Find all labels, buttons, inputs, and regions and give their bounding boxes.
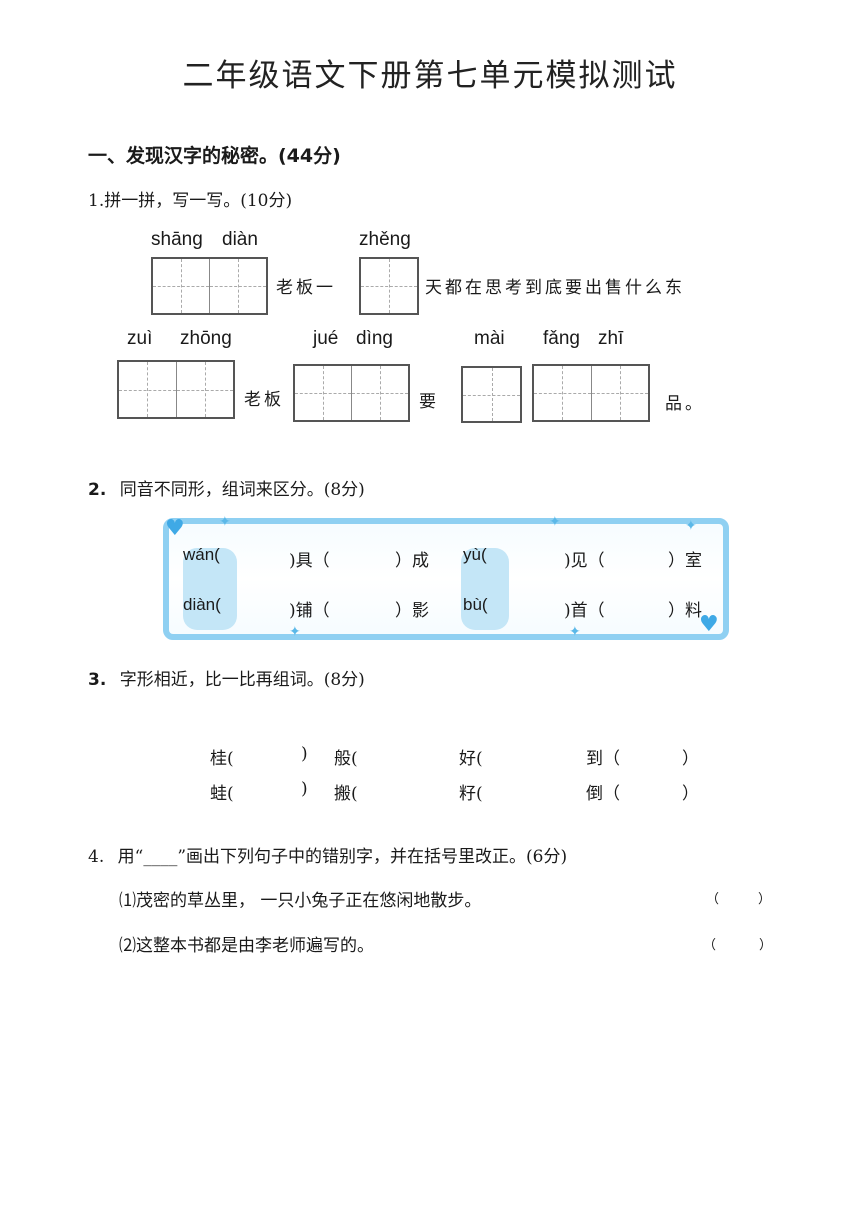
heart-icon: ♥ (165, 516, 185, 541)
writing-grid-fangzhi[interactable] (532, 364, 650, 422)
question-text: 同音不同形，组词来区分。(8分) (119, 480, 365, 500)
question-3-label: 3. 字形相近，比一比再组词。(8分) (88, 665, 365, 690)
sentence-text: 品。 (665, 394, 705, 414)
answer-paren-close: ） (759, 938, 773, 953)
sparkle-icon: ✦ (685, 518, 697, 534)
sparkle-icon: ✦ (569, 624, 581, 640)
homophone-row2-dian: diàn( (183, 595, 221, 614)
sentence-text: 要 (419, 392, 439, 412)
char-compare-paren: ) (301, 744, 308, 764)
homophone-row2-liao: ）料 (668, 601, 702, 621)
sentence-text: 天都在思考到底要出售什么东 (425, 278, 685, 298)
homophone-row1-jian: )见（ (564, 551, 605, 571)
question-text: 用“____”画出下列句子中的错别字，并在括号里改正。(6分) (117, 847, 568, 867)
homophone-row1-cheng: ）成 (395, 551, 429, 571)
answer-paren-open: （ (703, 938, 717, 953)
sparkle-icon: ✦ (549, 514, 561, 530)
highlight-pill (461, 548, 509, 630)
pinyin-zheng: zhěng (359, 229, 411, 250)
writing-grid-zheng[interactable] (359, 257, 419, 315)
char-compare-hao: 好( (459, 749, 483, 769)
sparkle-icon: ✦ (219, 514, 231, 530)
writing-grid-shangdian[interactable] (151, 257, 268, 315)
char-compare-wa: 蛙( (210, 784, 234, 804)
answer-paren-close: ） (758, 892, 772, 907)
question-1-label: 1.拼一拼，写一写。(10分) (88, 191, 293, 211)
homophone-row2-pu: )铺（ (289, 601, 330, 621)
homophone-row1-yu: yù( (463, 545, 487, 564)
pinyin-jue: jué (313, 328, 339, 349)
pinyin-fang: fǎng (543, 328, 580, 349)
sentence-text: 老板 (244, 390, 284, 410)
homophone-row1-ju: )具（ (289, 551, 330, 571)
homophone-row1-shi: ）室 (668, 551, 702, 571)
char-compare-paren: ） (682, 784, 699, 804)
char-compare-dao: 到（ (586, 749, 620, 769)
question-text: 字形相近，比一比再组词。(8分) (119, 670, 365, 690)
homophone-row2-ying: ）影 (395, 601, 429, 621)
highlight-pill (183, 548, 237, 630)
section-1-heading: 一、发现汉字的秘密。(44分) (88, 145, 341, 167)
char-compare-ban2: 搬( (334, 784, 358, 804)
char-compare-zi: 籽( (459, 784, 483, 804)
pinyin-shang: shāng (151, 229, 203, 250)
question-number: 4. (88, 847, 105, 867)
question-2-label: 2. 同音不同形，组词来区分。(8分) (88, 475, 365, 500)
answer-paren-open: （ (706, 892, 720, 907)
homophone-row2-shou: )首（ (564, 601, 605, 621)
writing-grid-mai[interactable] (461, 366, 522, 423)
question-number: 3. (88, 670, 107, 690)
char-compare-gui: 桂( (210, 749, 234, 769)
writing-grid-zuizhong[interactable] (117, 360, 235, 419)
sentence-text: 老板一 (276, 278, 336, 298)
writing-grid-jueding[interactable] (293, 364, 410, 422)
sentence-1: ⑴茂密的草丛里， 一只小兔子正在悠闲地散步。 (119, 891, 482, 911)
pinyin-zhong: zhōng (180, 328, 232, 349)
char-compare-paren: ） (682, 749, 699, 769)
homophone-row1-wan: wán( (183, 545, 220, 564)
question-number: 2. (88, 480, 107, 500)
question-4-label: 4. 用“____”画出下列句子中的错别字，并在括号里改正。(6分) (88, 842, 567, 867)
char-compare-ban: 般( (334, 749, 358, 769)
homophone-row2-bu: bù( (463, 595, 488, 614)
heart-icon: ♥ (699, 612, 719, 637)
sparkle-icon: ✦ (289, 624, 301, 640)
char-compare-paren: ) (301, 779, 308, 799)
char-compare-dao2: 倒（ (586, 784, 620, 804)
pinyin-zui: zuì (127, 328, 153, 349)
homophone-frame: ♥ ♥ ✦ ✦ ✦ ✦ ✦ (163, 514, 729, 640)
pinyin-mai: mài (474, 328, 505, 349)
page-title: 二年级语文下册第七单元模拟测试 (182, 58, 678, 94)
sentence-2: ⑵这整本书都是由李老师遍写的。 (119, 936, 374, 956)
pinyin-zhi: zhī (598, 328, 624, 349)
pinyin-dian: diàn (222, 229, 258, 250)
pinyin-ding: dìng (356, 328, 393, 349)
